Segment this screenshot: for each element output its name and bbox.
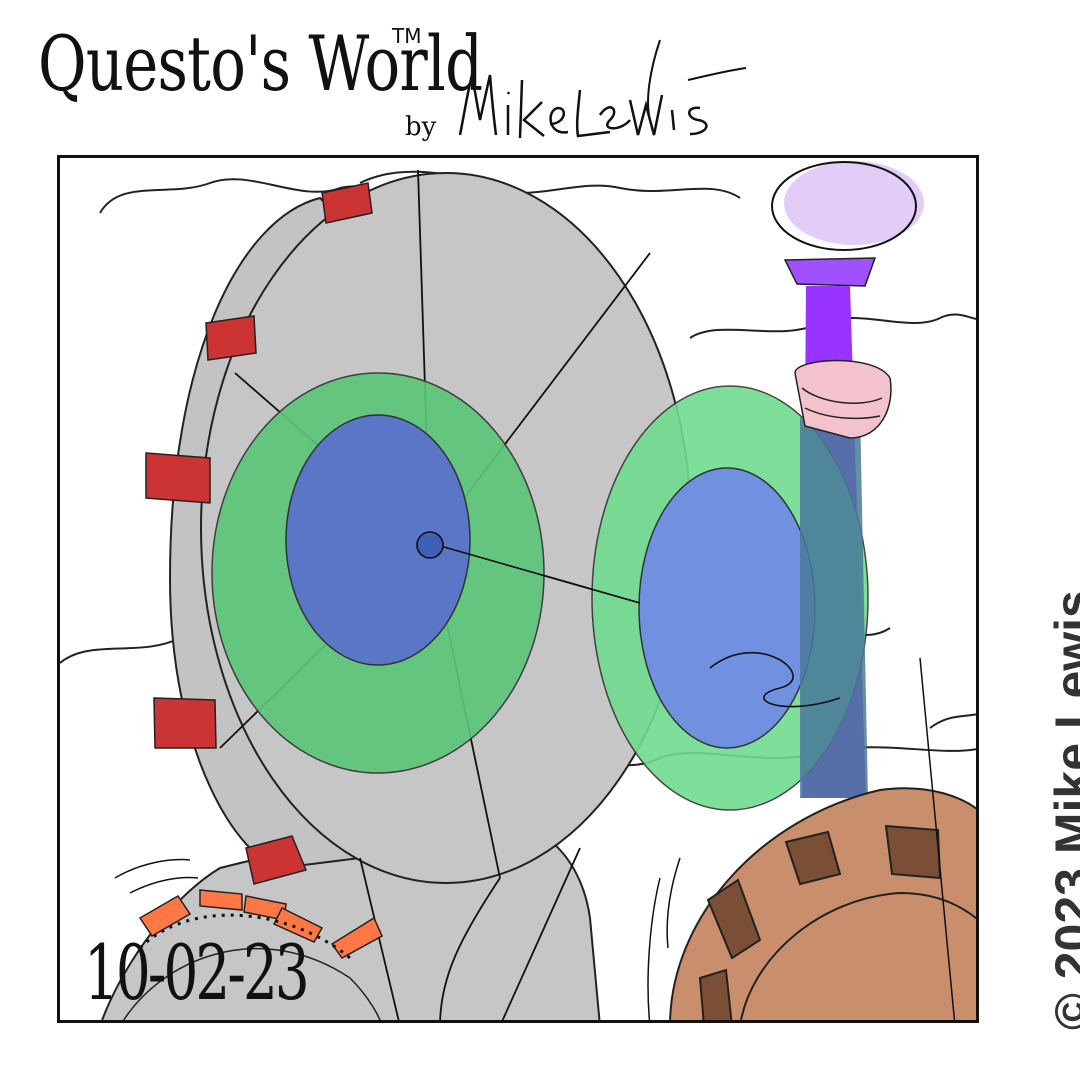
trademark-mark: TM (392, 24, 422, 48)
comic-panel (57, 155, 979, 1023)
tower (669, 787, 976, 1020)
panel-date: 10-02-23 (84, 928, 310, 1017)
byline: by (405, 112, 437, 142)
rim-tabs (145, 182, 373, 885)
copyright-notice: © 2023 Mike Lewis (1045, 590, 1080, 1030)
panel-illustration (60, 161, 976, 1020)
left-lens (211, 372, 545, 774)
right-lens (591, 385, 869, 811)
motion-lines (114, 657, 956, 1020)
comic-title: Questo's World (38, 19, 483, 108)
author-signature (458, 39, 747, 139)
hand (794, 359, 892, 439)
arch (123, 889, 383, 1020)
